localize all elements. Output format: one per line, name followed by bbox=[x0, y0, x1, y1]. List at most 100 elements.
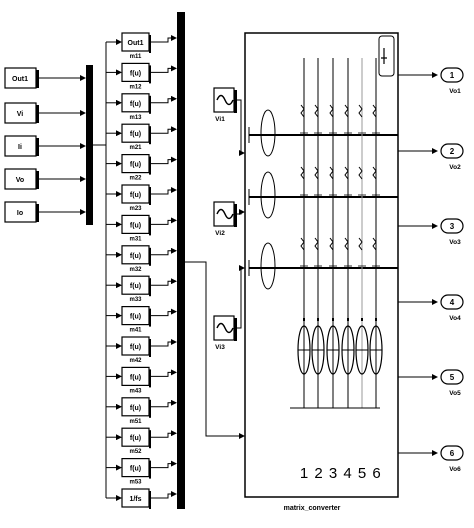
input-block[interactable]: Vi bbox=[4, 102, 39, 124]
fcn-caption: m52 bbox=[129, 449, 142, 455]
fcn-block[interactable]: f(u) m41 bbox=[121, 306, 151, 334]
fcn-block[interactable]: f(u) m33 bbox=[121, 275, 151, 303]
switch-icon bbox=[300, 166, 305, 180]
switch-icon bbox=[314, 104, 319, 118]
input-block[interactable]: Out1 bbox=[4, 67, 39, 89]
source-label: Vi1 bbox=[215, 116, 225, 123]
fcn-label: Out1 bbox=[128, 40, 144, 47]
fcn-caption: m12 bbox=[129, 84, 142, 90]
input-label: Vo bbox=[16, 177, 24, 184]
bus-bar[interactable] bbox=[177, 12, 185, 509]
fcn-caption: m51 bbox=[129, 419, 142, 425]
fcn-block[interactable]: 1/fs bbox=[121, 488, 151, 509]
output-port-number: 1 bbox=[450, 71, 455, 80]
fcn-caption: m13 bbox=[129, 115, 142, 121]
output-port-label: Vo6 bbox=[449, 466, 461, 473]
fcn-label: f(u) bbox=[130, 101, 141, 108]
fcn-block[interactable]: f(u) m21 bbox=[121, 123, 151, 151]
input-block[interactable]: Ii bbox=[4, 135, 39, 157]
fcn-block[interactable]: f(u) m52 bbox=[121, 427, 151, 455]
fcn-label: f(u) bbox=[130, 162, 141, 169]
input-block[interactable]: Vo bbox=[4, 168, 39, 190]
fcn-caption: m32 bbox=[129, 267, 142, 273]
fcn-block[interactable]: f(u)m32 bbox=[121, 245, 151, 273]
fcn-block[interactable]: f(u) m43 bbox=[121, 366, 151, 394]
output-port-number: 2 bbox=[450, 147, 455, 156]
output-port-label: Vo4 bbox=[449, 315, 461, 322]
fcn-label: f(u) bbox=[130, 222, 141, 229]
fcn-block[interactable]: f(u)m12 bbox=[121, 62, 151, 90]
source-label: Vi2 bbox=[215, 230, 225, 237]
switch-icon bbox=[344, 166, 349, 180]
fcn-label: f(u) bbox=[130, 374, 141, 381]
fcn-label: 1/fs bbox=[129, 496, 141, 503]
scope-block[interactable] bbox=[378, 35, 395, 77]
fcn-label: f(u) bbox=[130, 192, 141, 199]
switch-icon bbox=[358, 104, 363, 118]
output-port-number: 5 bbox=[450, 373, 455, 382]
switch-icon bbox=[314, 166, 319, 180]
fcn-caption: m31 bbox=[129, 236, 142, 242]
fcn-label: f(u) bbox=[130, 435, 141, 442]
output-port-number: 6 bbox=[450, 449, 455, 458]
output-port-number: 4 bbox=[450, 298, 455, 307]
input-label: Out1 bbox=[12, 76, 28, 83]
fcn-caption: m21 bbox=[129, 145, 142, 151]
output-port-label: Vo2 bbox=[449, 164, 461, 171]
switch-icon bbox=[329, 237, 334, 251]
phase-number: 1 bbox=[300, 465, 308, 482]
switch-icon bbox=[372, 104, 377, 118]
sine-wave-icon bbox=[216, 208, 234, 220]
fcn-block[interactable]: f(u) m51 bbox=[121, 397, 151, 425]
fcn-caption: m42 bbox=[129, 358, 142, 364]
phase-number: 2 bbox=[314, 465, 322, 482]
switch-icon bbox=[344, 237, 349, 251]
fcn-block[interactable]: f(u) m13 bbox=[121, 93, 151, 121]
output-port-label: Vo3 bbox=[449, 239, 461, 246]
sine-source[interactable]: Vi1 bbox=[213, 87, 237, 123]
switch-icon bbox=[344, 104, 349, 118]
fcn-block[interactable]: f(u)m53 bbox=[121, 458, 151, 486]
input-label: Ii bbox=[18, 144, 22, 151]
mux-bar[interactable] bbox=[86, 65, 93, 225]
input-source-icon bbox=[260, 171, 276, 219]
input-label: Vi bbox=[17, 111, 24, 118]
fcn-caption: m33 bbox=[129, 297, 142, 303]
fcn-caption: m23 bbox=[129, 206, 142, 212]
output-port-label: Vo5 bbox=[449, 390, 461, 397]
fcn-label: f(u) bbox=[130, 283, 141, 290]
bus-wire bbox=[185, 261, 245, 439]
fcn-block[interactable]: f(u) m31 bbox=[121, 214, 151, 242]
fcn-block[interactable]: f(u) m23 bbox=[121, 184, 151, 212]
switch-icon bbox=[358, 237, 363, 251]
fcn-label: f(u) bbox=[130, 131, 141, 138]
fcn-label: f(u) bbox=[130, 314, 141, 321]
fcn-caption: m11 bbox=[130, 54, 142, 60]
sine-source[interactable]: Vi2 bbox=[213, 201, 237, 237]
input-block[interactable]: Io bbox=[4, 201, 39, 223]
fcn-block[interactable]: f(u) m42 bbox=[121, 336, 151, 364]
output-port-number: 3 bbox=[450, 222, 455, 231]
fcn-block[interactable]: f(u)m22 bbox=[121, 154, 151, 182]
output-port-label: Vo1 bbox=[449, 88, 461, 95]
fcn-label: f(u) bbox=[130, 344, 141, 351]
fcn-label: f(u) bbox=[130, 405, 141, 412]
fcn-caption: m43 bbox=[129, 388, 142, 394]
switch-icon bbox=[300, 104, 305, 118]
sine-source[interactable]: Vi3 bbox=[213, 315, 237, 351]
fcn-caption: m41 bbox=[129, 328, 142, 334]
fcn-label: f(u) bbox=[130, 466, 141, 473]
switch-icon bbox=[300, 237, 305, 251]
fcn-block[interactable]: Out1 m11 bbox=[121, 32, 151, 60]
input-source-icon bbox=[260, 109, 276, 157]
source-label: Vi3 bbox=[215, 344, 225, 351]
phase-number: 5 bbox=[358, 465, 366, 482]
